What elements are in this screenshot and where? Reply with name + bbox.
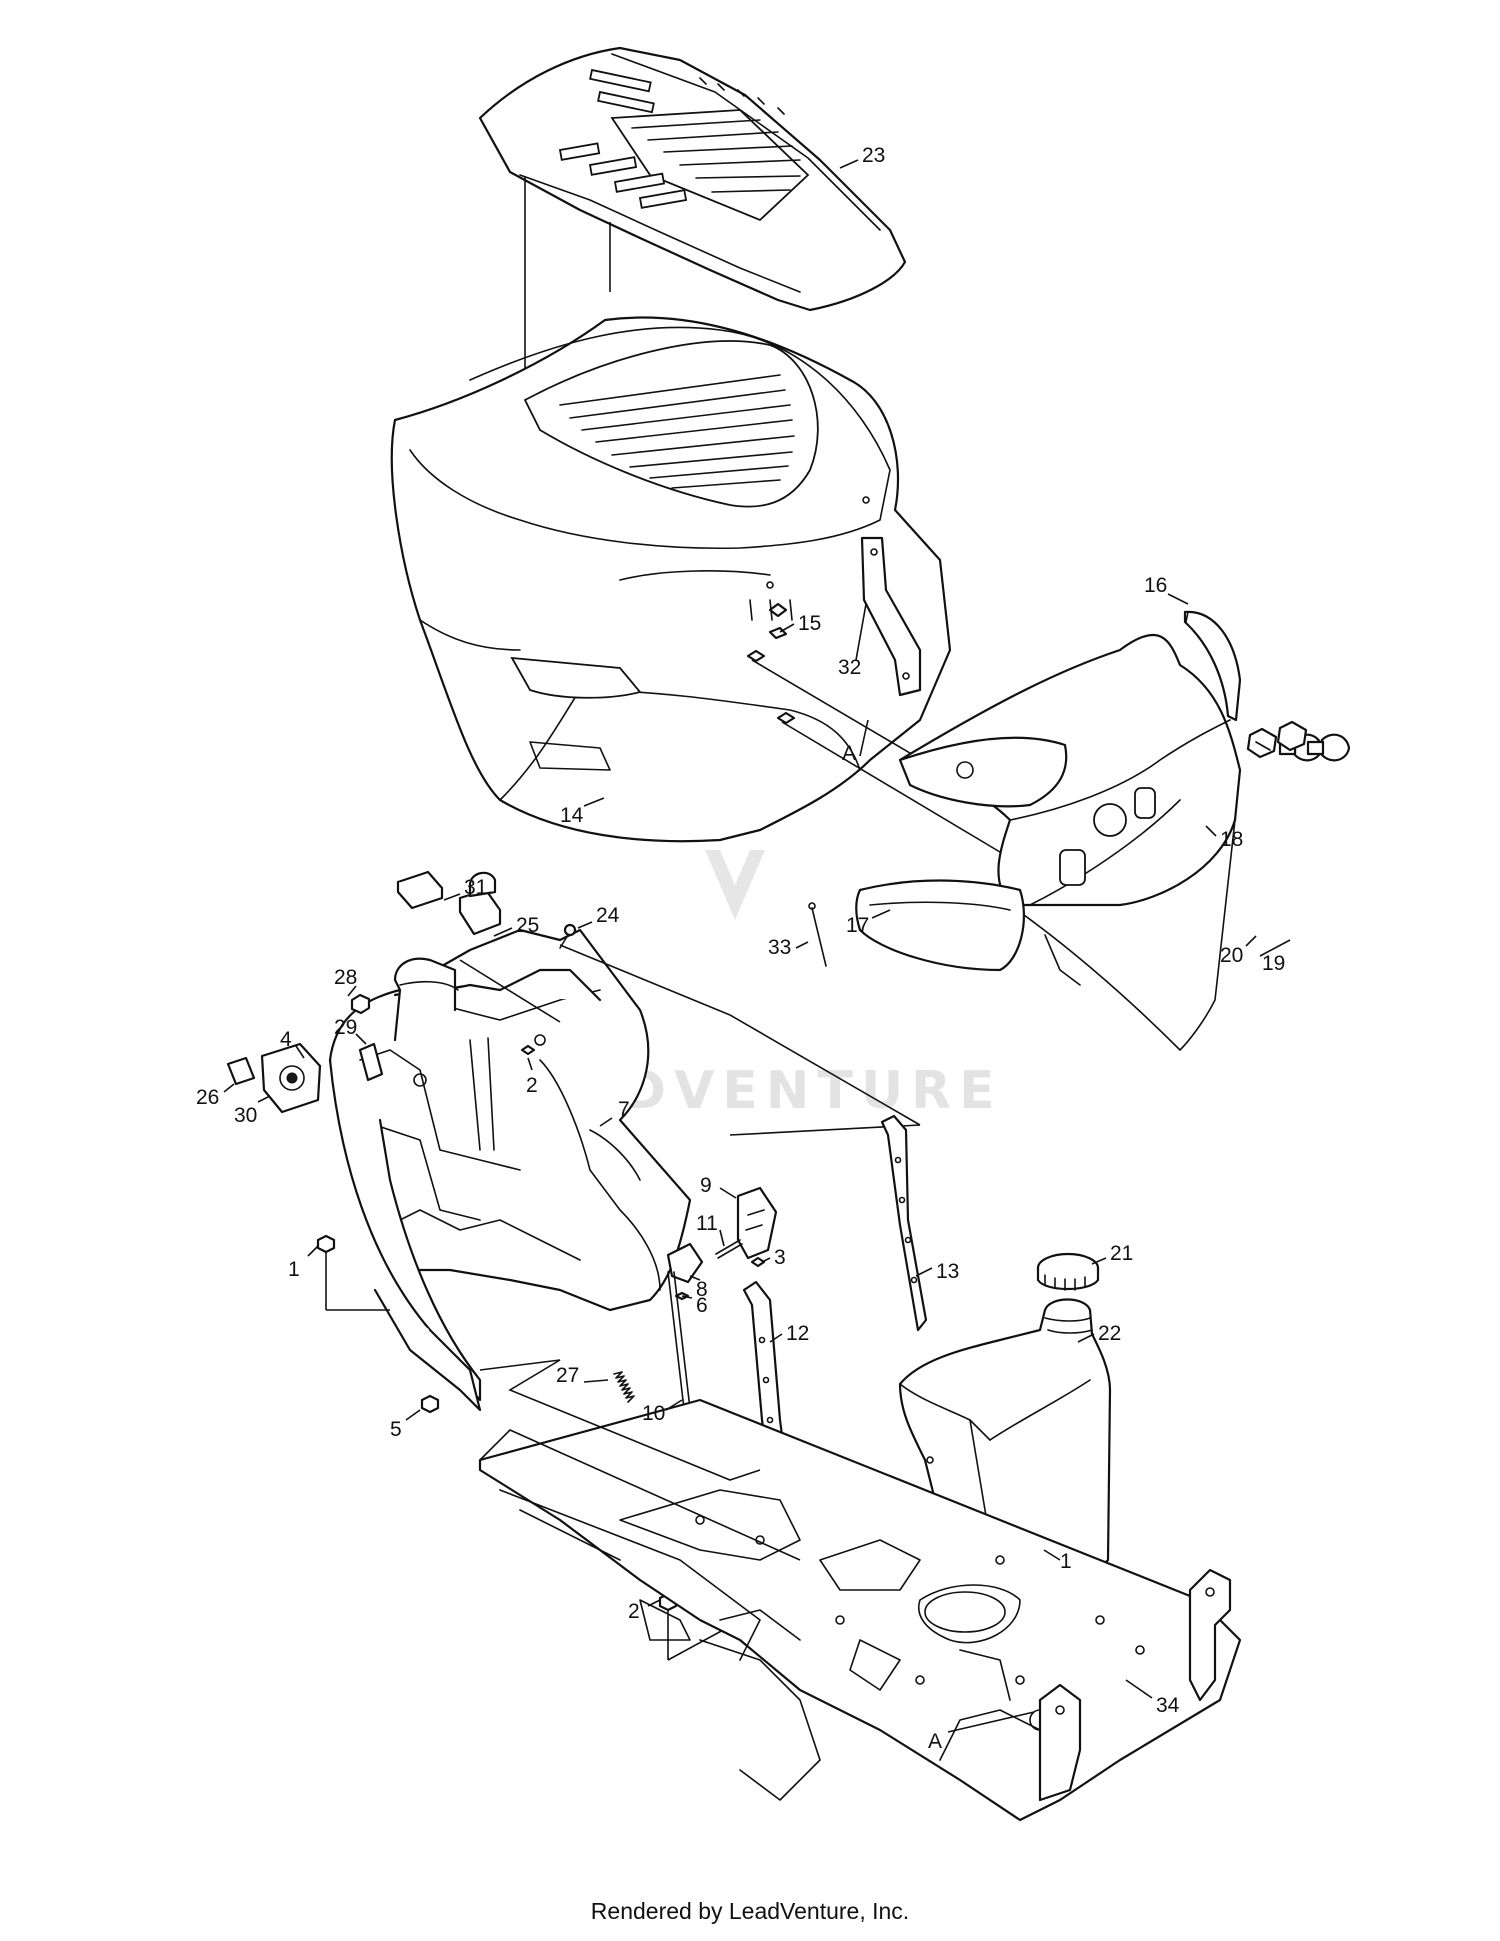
upper-bulb (1276, 720, 1351, 762)
callout-a-top: A (842, 742, 856, 765)
callout-7: 7 (618, 1098, 630, 1121)
part-7-lower-support (328, 1058, 482, 1412)
callout-1-left: 1 (288, 1258, 300, 1281)
part-20-socket (1246, 727, 1278, 759)
callout-10: 10 (642, 1402, 665, 1425)
callout-15: 15 (798, 612, 821, 635)
callout-32: 32 (838, 656, 861, 679)
callout-4: 4 (280, 1028, 292, 1051)
callout-30: 30 (234, 1104, 257, 1127)
callout-14: 14 (560, 804, 584, 827)
footer-credit: Rendered by LeadVenture, Inc. (590, 1898, 910, 1924)
watermark-logo-icon (705, 780, 765, 920)
callout-23: 23 (862, 144, 885, 167)
callout-26: 26 (196, 1086, 219, 1109)
part-16-lens (1183, 610, 1242, 722)
callout-12: 12 (786, 1322, 809, 1345)
callout-6: 6 (696, 1294, 708, 1317)
part-26-key (226, 1056, 256, 1086)
part-27-spring (613, 1371, 635, 1403)
callout-20: 20 (1220, 944, 1243, 967)
part-17-lens (855, 879, 1025, 972)
frame-front-bracket-right (1188, 1568, 1232, 1702)
part-15-fasteners (746, 602, 796, 725)
part-13-bracket (880, 1114, 928, 1332)
frame-front-bracket-left (1038, 1683, 1082, 1802)
callout-28: 28 (334, 966, 357, 989)
callout-27: 27 (556, 1364, 579, 1387)
callout-18: 18 (1220, 828, 1243, 851)
callout-leaders (223, 159, 1291, 1733)
callout-21: 21 (1110, 1242, 1133, 1265)
frame (478, 1398, 1242, 1822)
callout-11: 11 (696, 1212, 718, 1235)
part-30-ignition-switch (260, 1042, 322, 1114)
part-2-bolt-top (520, 1044, 536, 1056)
callout-19: 19 (1262, 952, 1285, 975)
callout-2-bottom: 2 (628, 1600, 640, 1623)
part-18-grille (898, 634, 1242, 1051)
callout-29: 29 (334, 1016, 357, 1039)
part-9-latch-bracket (736, 1186, 778, 1260)
part-14-hood (390, 316, 952, 843)
callout-1-right: 1 (1060, 1550, 1072, 1573)
callout-17: 17 (846, 914, 869, 937)
callout-9: 9 (700, 1174, 712, 1197)
part-17-headlight-housing (898, 736, 1068, 808)
part-25-switch (458, 871, 502, 936)
callout-8: 8 (696, 1278, 708, 1301)
part-21-fuel-cap (1036, 1252, 1100, 1291)
part-11-spring (715, 1239, 743, 1259)
part-5-bolt (420, 1394, 440, 1414)
callout-13: 13 (936, 1260, 959, 1283)
part-1-bolt-left (316, 1234, 336, 1310)
callout-22: 22 (1098, 1322, 1121, 1345)
callout-16: 16 (1144, 574, 1167, 597)
part-28-nut (350, 993, 371, 1015)
callout-labels: 23 15 32 16 A 14 18 31 25 24 33 17 20 19… (196, 144, 1285, 1753)
part-23-hood-insert (478, 46, 907, 312)
part-32-bracket (860, 536, 922, 697)
callout-31: 31 (464, 876, 487, 899)
callout-33: 33 (768, 936, 791, 959)
callout-a-bottom: A (928, 1730, 942, 1753)
callout-3: 3 (774, 1246, 786, 1269)
callout-25: 25 (516, 914, 539, 937)
part-29-knob (358, 1042, 384, 1082)
part-31-cap (396, 870, 444, 910)
part-33-pin (808, 902, 827, 967)
part-3-bolt (750, 1256, 766, 1268)
part-8-knob (666, 1242, 704, 1284)
callout-34: 34 (1156, 1694, 1180, 1717)
callout-24: 24 (596, 904, 620, 927)
callout-2-top: 2 (526, 1074, 538, 1097)
part-2-bolt-bottom (658, 1592, 678, 1660)
callout-5: 5 (390, 1418, 402, 1441)
part-dash-cover (393, 957, 602, 1042)
